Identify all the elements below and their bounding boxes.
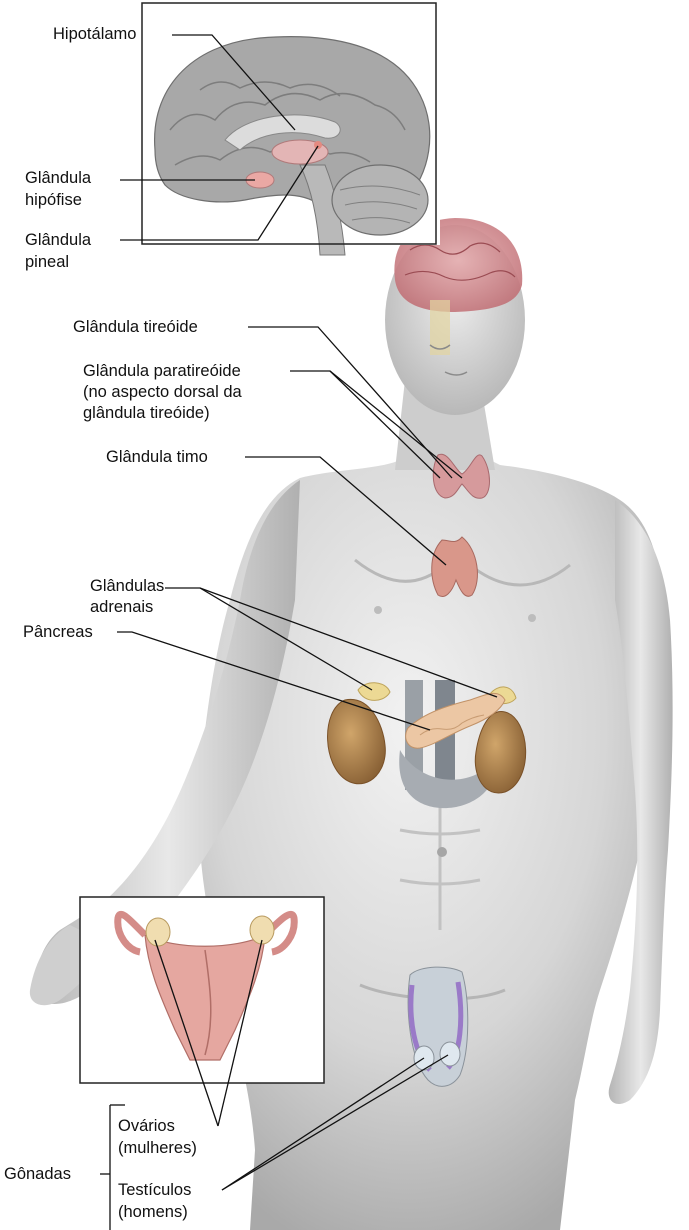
label-parathyroid-line3: glândula tireóide) (83, 403, 210, 423)
label-ovaries-line2: (mulheres) (118, 1138, 197, 1158)
label-pituitary-line2: hipófise (25, 190, 82, 210)
label-adrenal-line1: Glândulas (90, 576, 164, 596)
label-adrenal-line2: adrenais (90, 597, 153, 617)
label-testes-line1: Testículos (118, 1180, 191, 1200)
label-pineal-line2: pineal (25, 252, 69, 272)
brain-inset (140, 0, 440, 255)
label-gonads: Gônadas (4, 1164, 71, 1184)
label-thyroid: Glândula tireóide (73, 317, 198, 337)
label-parathyroid-line1: Glândula paratireóide (83, 361, 241, 381)
label-pancreas: Pâncreas (23, 622, 93, 642)
label-ovaries-line1: Ovários (118, 1116, 175, 1136)
label-pineal-line1: Glândula (25, 230, 91, 250)
label-parathyroid-line2: (no aspecto dorsal da (83, 382, 242, 402)
label-testes-line2: (homens) (118, 1202, 188, 1222)
label-hypothalamus: Hipotálamo (53, 24, 136, 44)
label-thymus: Glândula timo (106, 447, 208, 467)
ovary-inset (80, 897, 324, 1083)
label-pituitary-line1: Glândula (25, 168, 91, 188)
